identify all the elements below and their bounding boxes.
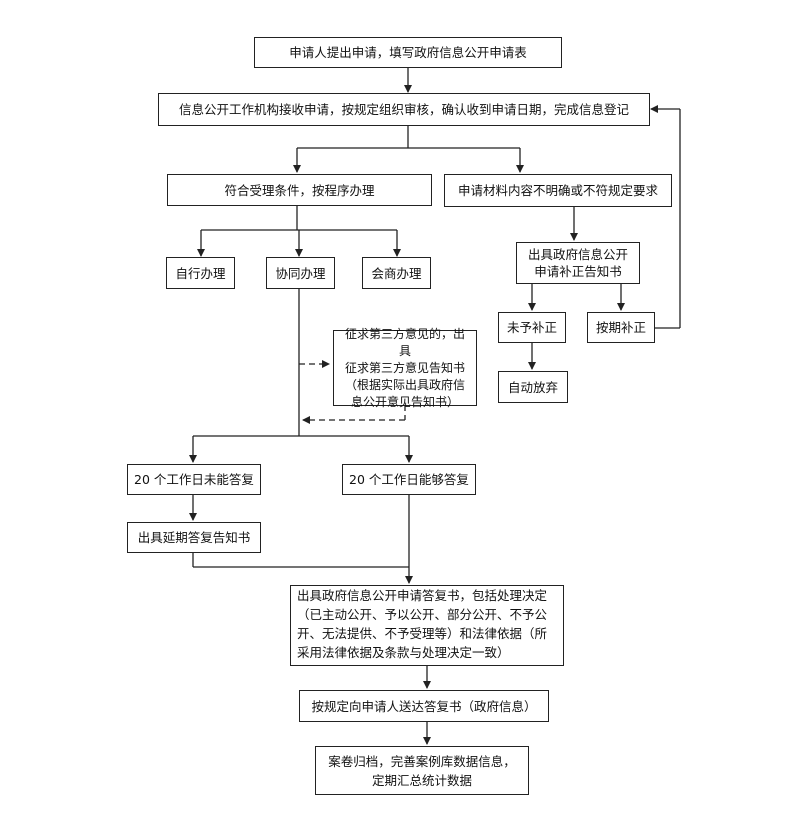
reply-letter-line4: 采用法律依据及条款与处理决定一致） (297, 645, 510, 660)
unclear-step-text: 申请材料内容不明确或不符规定要求 (457, 183, 658, 198)
correction-ontime-text: 按期补正 (595, 320, 646, 335)
third-party-line1: 征求第三方意见的，出具 (344, 326, 465, 358)
no-correction-step: 未予补正 (498, 312, 566, 343)
apply-step-text: 申请人提出申请，填写政府信息公开申请表 (289, 45, 527, 60)
over-20-days-text: 20 个工作日未能答复 (134, 472, 254, 487)
self-handle-step: 自行办理 (166, 257, 235, 289)
self-handle-text: 自行办理 (175, 265, 226, 281)
accept-step: 符合受理条件，按程序办理 (167, 174, 432, 206)
third-party-step: 征求第三方意见的，出具 征求第三方意见告知书 （根据实际出具政府信 息公开意见告… (333, 327, 477, 409)
archive-step: 案卷归档，完善案例库数据信息， 定期汇总统计数据 (315, 746, 529, 795)
archive-line2: 定期汇总统计数据 (371, 772, 472, 788)
no-correction-text: 未予补正 (506, 320, 557, 335)
unclear-step: 申请材料内容不明确或不符规定要求 (444, 174, 672, 207)
correction-notice-step: 出具政府信息公开 申请补正告知书 (516, 242, 640, 284)
reply-letter-line3: 开、无法提供、不予受理等）和法律依据（所 (297, 626, 548, 641)
deliver-text: 按规定向申请人送达答复书（政府信息） (311, 698, 537, 714)
coop-handle-text: 协同办理 (275, 265, 326, 281)
correction-notice-line2: 申请补正告知书 (534, 264, 622, 279)
accept-step-text: 符合受理条件，按程序办理 (224, 182, 375, 198)
coop-handle-step: 协同办理 (266, 257, 335, 289)
consult-handle-step: 会商办理 (362, 257, 431, 289)
consult-handle-text: 会商办理 (371, 265, 422, 281)
correction-notice-line1: 出具政府信息公开 (527, 247, 628, 262)
reply-letter-line2: （已主动公开、予以公开、部分公开、不予公 (297, 607, 548, 622)
within-20-days-text: 20 个工作日能够答复 (349, 472, 469, 487)
archive-line1: 案卷归档，完善案例库数据信息， (328, 753, 516, 769)
receive-step-text: 信息公开工作机构接收申请，按规定组织审核，确认收到申请日期，完成信息登记 (178, 102, 629, 117)
extension-notice-step: 出具延期答复告知书 (127, 522, 261, 553)
receive-step: 信息公开工作机构接收申请，按规定组织审核，确认收到申请日期，完成信息登记 (158, 93, 650, 126)
reply-letter-line1: 出具政府信息公开申请答复书，包括处理决定 (297, 588, 548, 603)
third-party-line2: 征求第三方意见告知书 (344, 360, 465, 375)
deliver-step: 按规定向申请人送达答复书（政府信息） (299, 690, 549, 722)
reply-letter-step: 出具政府信息公开申请答复书，包括处理决定 （已主动公开、予以公开、部分公开、不予… (290, 585, 564, 666)
third-party-line3: （根据实际出具政府信 (344, 377, 465, 392)
correction-ontime-step: 按期补正 (587, 312, 655, 343)
extension-notice-text: 出具延期答复告知书 (137, 530, 251, 545)
third-party-line4: 息公开意见告知书） (350, 394, 459, 409)
abandon-text: 自动放弃 (507, 379, 558, 395)
over-20-days-step: 20 个工作日未能答复 (127, 464, 261, 495)
abandon-step: 自动放弃 (498, 371, 568, 403)
within-20-days-step: 20 个工作日能够答复 (342, 464, 476, 495)
apply-step: 申请人提出申请，填写政府信息公开申请表 (254, 37, 562, 68)
